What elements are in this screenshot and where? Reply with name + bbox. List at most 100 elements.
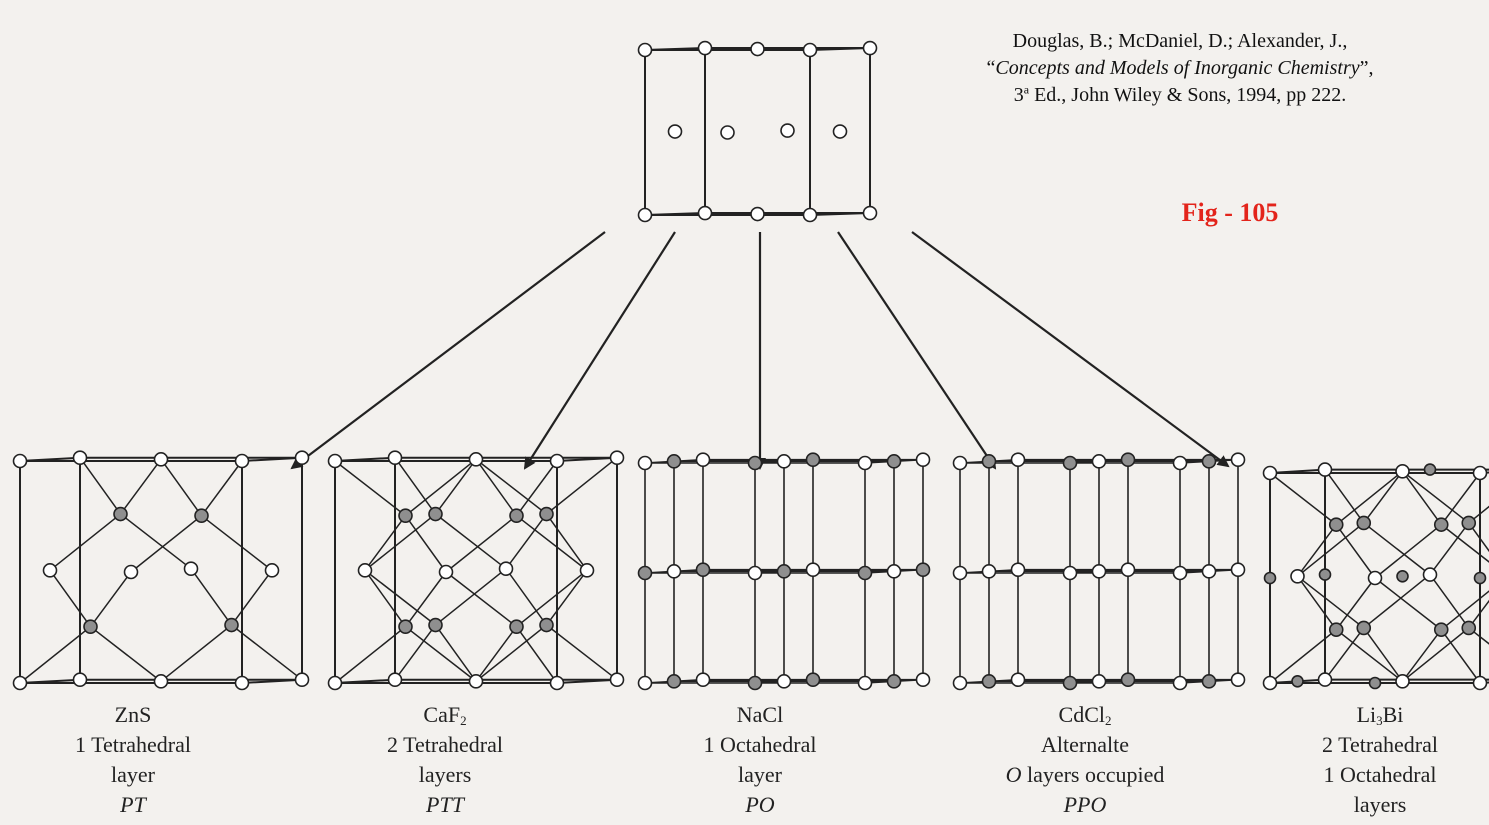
open-atom	[387, 672, 403, 688]
bond-line	[434, 624, 477, 682]
bond-line	[1429, 574, 1470, 629]
bond-line	[1429, 522, 1470, 576]
filled-atom	[1473, 571, 1487, 585]
open-atom	[637, 675, 653, 691]
open-atom	[750, 206, 765, 222]
bond-line	[1269, 472, 1337, 526]
bond-line	[556, 678, 618, 684]
open-atom	[123, 564, 139, 580]
filled-atom	[539, 506, 554, 522]
bond-line	[1401, 470, 1442, 526]
citation-publisher: Ed., John Wiley & Sons, 1994, pp 222.	[1029, 84, 1347, 106]
caption-nacl: NaCl 1 Octahedral layer PO	[645, 700, 875, 820]
bond-line	[546, 624, 618, 681]
bond-line	[475, 626, 518, 682]
open-atom	[886, 564, 902, 579]
caption-line3: layer	[111, 762, 155, 787]
bond-line	[515, 460, 558, 517]
open-atom	[1230, 562, 1246, 578]
bond-line	[505, 513, 548, 570]
open-atom	[952, 675, 968, 691]
bond-line	[1335, 629, 1403, 682]
formula-text: CaF	[423, 702, 461, 727]
open-atom	[857, 455, 873, 471]
open-atom	[498, 561, 514, 577]
open-atom	[12, 453, 28, 469]
bond-line	[1440, 524, 1489, 563]
bond-line	[545, 569, 588, 626]
caption-line4: PT	[120, 792, 146, 817]
bond-line	[556, 456, 618, 462]
open-atom	[468, 452, 484, 467]
citation-details: 3a Ed., John Wiley & Sons, 1994, pp 222.	[900, 82, 1460, 109]
open-atom	[697, 205, 713, 221]
filled-atom	[509, 619, 524, 634]
caption-zns: ZnS 1 Tetrahedral layer PT	[18, 700, 248, 820]
parent-fcc-cell	[637, 40, 878, 223]
open-atom	[1120, 562, 1136, 578]
bond-line	[1324, 469, 1365, 524]
filled-atom	[1433, 622, 1449, 637]
bond-line	[364, 569, 407, 628]
bond-line	[809, 212, 871, 216]
caption-line4: PO	[745, 792, 775, 817]
bond-line	[1374, 524, 1442, 579]
bond-line	[160, 458, 203, 517]
filled-atom	[1291, 674, 1304, 688]
bond-line	[1335, 577, 1376, 631]
formula-text: Li	[1356, 702, 1377, 727]
filled-atom	[747, 455, 763, 471]
open-atom	[183, 561, 199, 577]
open-atom	[1172, 675, 1188, 691]
filled-atom	[1356, 515, 1372, 531]
filled-atom	[695, 562, 711, 578]
bond-line	[90, 626, 162, 682]
bond-line	[1401, 629, 1442, 682]
nacl-lattice	[637, 452, 931, 691]
formula-text: ZnS	[114, 702, 152, 727]
filled-atom	[1318, 568, 1332, 581]
open-atom	[1367, 570, 1383, 586]
open-atom	[549, 675, 565, 691]
bond-line	[1269, 629, 1337, 684]
caption-caf2: CaF2 2 Tetrahedral layers PTT	[330, 700, 560, 820]
open-atom	[1091, 454, 1107, 469]
bond-line	[130, 515, 202, 573]
open-atom	[1172, 565, 1188, 581]
caption-line2: 2 Tetrahedral	[1322, 732, 1438, 757]
filled-atom	[398, 508, 413, 523]
open-atom	[695, 672, 711, 688]
open-atom	[72, 672, 88, 688]
bond-line	[1402, 470, 1470, 524]
bond-line	[1468, 505, 1489, 524]
open-atom	[1091, 564, 1107, 579]
edition-number: 3	[1013, 84, 1024, 106]
bond-line	[230, 569, 273, 626]
open-atom	[1472, 675, 1488, 691]
formula: ZnS	[18, 700, 248, 730]
filled-atom	[1201, 454, 1217, 469]
open-atom	[915, 672, 931, 688]
arrow	[837, 231, 997, 470]
bond-line	[405, 458, 477, 517]
open-atom	[780, 123, 795, 138]
bond-line	[1296, 524, 1337, 577]
caption-line3: layer	[738, 762, 782, 787]
bond-line	[19, 626, 91, 684]
caption-line2: 1 Tetrahedral	[75, 732, 191, 757]
bond-line	[1374, 577, 1442, 631]
open-atom	[1290, 568, 1305, 584]
caption-line2: Alternalte	[1041, 732, 1129, 757]
citation-authors: Douglas, B.; McDaniel, D.; Alexander, J.…	[1012, 30, 1348, 52]
filled-atom	[1461, 620, 1477, 636]
filled-atom	[1120, 452, 1136, 468]
bond-line	[79, 457, 122, 515]
open-atom	[468, 674, 484, 689]
open-atom	[805, 562, 821, 578]
bond-line	[364, 569, 436, 626]
figure-label: Fig - 105	[1181, 198, 1279, 227]
caption-line3-text: layers occupied	[1021, 762, 1165, 787]
formula-subscript: 2	[1104, 713, 1112, 728]
filled-atom	[1263, 571, 1277, 585]
bond-line	[435, 568, 507, 626]
